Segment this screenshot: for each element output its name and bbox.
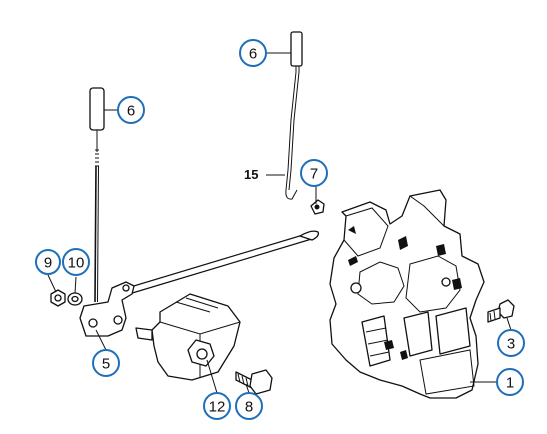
callout-10: 10 — [62, 248, 90, 276]
callout-6-top: 6 — [239, 39, 267, 67]
label-15: 15 — [244, 167, 258, 182]
linkage-rod — [126, 230, 320, 295]
grommet — [310, 199, 325, 215]
callout-9-text: 9 — [44, 255, 52, 272]
callout-6-left-text: 6 — [127, 103, 135, 120]
leader-lines — [47, 52, 512, 394]
callout-7: 7 — [300, 159, 328, 187]
lock-housing — [329, 189, 485, 399]
callout-10-text: 10 — [68, 255, 85, 272]
callout-6-top-text: 6 — [249, 46, 257, 63]
bellcrank-lever — [79, 281, 135, 337]
left-rod-assembly — [89, 87, 105, 303]
bolt — [235, 369, 273, 395]
callout-5: 5 — [92, 349, 120, 377]
callout-12-text: 12 — [209, 399, 226, 416]
callout-3-text: 3 — [507, 336, 515, 353]
callout-6-left: 6 — [117, 96, 145, 124]
callout-1-text: 1 — [506, 375, 514, 392]
callout-9: 9 — [35, 249, 61, 275]
label-15-text: 15 — [244, 167, 258, 182]
latch-block — [135, 293, 241, 381]
nut-and-washer — [50, 289, 83, 307]
callout-8: 8 — [235, 392, 263, 420]
callout-12: 12 — [203, 392, 231, 420]
screw — [487, 299, 515, 323]
upper-rod-assembly — [285, 31, 303, 200]
callout-5-text: 5 — [102, 356, 110, 373]
callout-3: 3 — [497, 329, 525, 357]
callout-7-text: 7 — [310, 166, 318, 183]
callout-8-text: 8 — [245, 399, 253, 416]
callout-1: 1 — [496, 368, 524, 396]
